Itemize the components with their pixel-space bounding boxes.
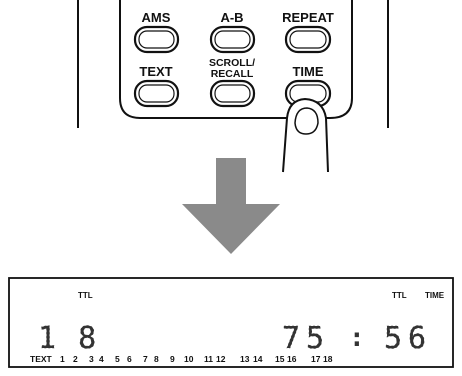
ab-button[interactable]: [209, 25, 256, 54]
text-indicator: TEXT: [30, 354, 53, 364]
scroll-recall-button-inner: [214, 84, 251, 103]
music-calendar-number: 15: [275, 354, 285, 364]
music-calendar-number: 17: [311, 354, 321, 364]
lcd-display-frame: [8, 277, 454, 368]
music-calendar-number: 1: [60, 354, 65, 364]
music-calendar-number: 9: [170, 354, 175, 364]
ams-button-label: AMS: [142, 10, 171, 25]
music-calendar-number: 16: [287, 354, 297, 364]
time-minutes-readout: 75: [282, 321, 330, 356]
scroll-recall-button[interactable]: [209, 79, 256, 108]
music-calendar-number: 11: [204, 354, 213, 364]
time-button-label: TIME: [292, 64, 323, 79]
ab-button-inner: [214, 30, 251, 49]
music-calendar-number: 10: [184, 354, 194, 364]
scroll-recall-button-label-line2: RECALL: [211, 68, 254, 80]
time-seconds-readout: 56: [384, 321, 432, 356]
time-indicator: TIME: [425, 291, 445, 300]
ams-button[interactable]: [133, 25, 180, 54]
music-calendar-number: 3: [89, 354, 94, 364]
track-number-readout: 1 8: [38, 321, 98, 356]
scroll-recall-button-label-line1: SCROLL/: [209, 57, 255, 69]
time-colon-readout: :: [349, 323, 365, 353]
text-button[interactable]: [133, 79, 180, 108]
music-calendar-number: 7: [143, 354, 148, 364]
music-calendar-number: 12: [216, 354, 226, 364]
text-button-label: TEXT: [139, 64, 172, 79]
ams-button-inner: [138, 30, 175, 49]
text-button-inner: [138, 84, 175, 103]
music-calendar-number: 4: [99, 354, 104, 364]
music-calendar-number: 5: [115, 354, 120, 364]
ttl-indicator-left: TTL: [78, 291, 93, 300]
music-calendar-number: 6: [127, 354, 132, 364]
repeat-button-label: REPEAT: [282, 10, 334, 25]
ttl-indicator-right: TTL: [392, 291, 407, 300]
music-calendar-number: 14: [253, 354, 263, 364]
music-calendar-number: 18: [323, 354, 333, 364]
music-calendar-number: 8: [154, 354, 159, 364]
fingernail: [294, 107, 319, 135]
music-calendar-number: 13: [240, 354, 250, 364]
down-arrow-icon: [182, 158, 280, 254]
repeat-button-inner: [289, 30, 327, 49]
ab-button-label: A-B: [220, 10, 243, 25]
music-calendar-number: 2: [73, 354, 78, 364]
repeat-button[interactable]: [284, 25, 332, 54]
